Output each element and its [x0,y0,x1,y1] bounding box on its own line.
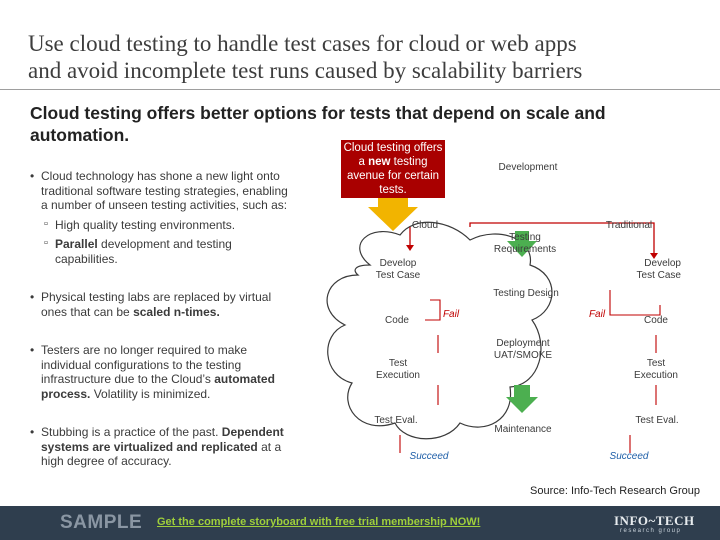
develop-test-case-left-line-1: Develop [379,258,417,269]
sub-bullet-bold: Parallel [55,237,98,251]
code-right-label: Code [644,315,668,326]
slide-title-line-1: Use cloud testing to handle test cases f… [28,31,577,56]
traditional-label: Traditional [605,220,653,231]
bullet-text-pre: Testers are no longer required to make i… [41,343,248,386]
callout-text-bold: new [368,156,391,168]
bullet-text: Cloud technology has shone a new light o… [41,169,288,212]
bullet-text-pre: Physical testing labs are replaced by vi… [41,290,272,319]
callout-box: Cloud testing offers a new testing avenu… [341,140,445,198]
bullet-dot-icon: • [30,169,35,183]
testing-design-label: Testing Design [493,288,559,299]
bullet-dot-icon: • [30,290,35,304]
callout-text-post: testing avenue for certain tests. [346,156,440,196]
fail-right-label: Fail [588,309,606,320]
slide-subtitle-line-1: Cloud testing offers better options for … [30,103,606,123]
code-left-label: Code [385,315,409,326]
sub-bullet-rest: development and testing capabilities. [55,237,232,266]
green-arrow-icon [506,385,538,413]
info-tech-logo: INFO~TECH [614,513,695,528]
bullet-text-bold: automated process. [41,372,275,401]
test-execution-right-line-1: Test [646,358,666,369]
maintenance-label: Maintenance [494,424,552,435]
test-execution-right: Test Execution [630,358,682,382]
arrowhead-icon [406,245,414,251]
bullet-text-bold: Dependent systems are virtualized and re… [41,425,284,454]
source-citation: Source: Info-Tech Research Group [530,485,700,497]
bullet-text-post: at a high degree of accuracy. [41,439,282,469]
fail-left-label: Fail [442,309,460,320]
develop-test-case-left: Develop Test Case [368,258,428,282]
sub-bullet-item: ▫ Parallel development and testing capab… [44,237,292,266]
arrowhead-icon [650,253,658,259]
deployment-line-2: UAT/SMOKE [493,350,553,361]
test-execution-left-line-2: Execution [376,370,420,381]
traditional-flow-line [469,222,655,255]
succeed-left-label: Succeed [409,451,449,462]
test-eval-left-label: Test Eval. [374,415,418,426]
bullet-text: Physical testing labs are replaced by vi… [30,290,292,319]
slide-subtitle: Cloud testing offers better options for … [30,102,650,146]
bullet-text-bold: scaled n-times. [133,304,220,319]
sample-watermark: SAMPLE [60,512,143,533]
bullet-item: • Stubbing is a practice of the past. De… [30,425,292,469]
fail-loop-left [425,299,441,321]
test-execution-left-line-1: Test [388,358,408,369]
bullet-text-pre: Stubbing is a practice of the past. [41,425,222,439]
test-eval-right-label: Test Eval. [635,415,679,426]
square-bullet-icon: ▫ [44,237,48,249]
title-divider [0,89,720,90]
bullet-text: Stubbing is a practice of the past. Depe… [30,425,292,469]
bullet-item: • Physical testing labs are replaced by … [30,290,292,319]
testing-flow-diagram: Cloud testing offers a new testing avenu… [300,135,720,480]
deployment-line-1: Deployment [496,338,550,349]
bullet-text: Testers are no longer required to make i… [30,343,292,401]
bullet-text-post: Volatility is minimized. [90,386,211,401]
sub-bullet-text: Parallel development and testing capabil… [44,237,292,266]
cloud-shape [326,221,553,440]
green-arrow-icon [507,231,537,257]
info-tech-logo-tagline: research group [620,528,682,534]
bullet-item: • Cloud technology has shone a new light… [30,169,292,213]
bullet-dot-icon: • [30,425,35,439]
trial-membership-link[interactable]: Get the complete storyboard with free tr… [157,516,481,528]
slide-title: Use cloud testing to handle test cases f… [28,30,708,84]
sub-bullet-item: ▫ High quality testing environments. [44,218,292,233]
testing-requirements-line-1: Testing [509,232,541,243]
callout-arrow-icon [368,197,418,231]
cloud-label: Cloud [411,220,439,231]
sub-bullet-text: High quality testing environments. [55,218,236,232]
test-execution-left: Test Execution [370,358,426,382]
development-label: Development [498,162,558,173]
square-bullet-icon: ▫ [44,218,48,230]
testing-requirements-line-2: Requirements [493,244,557,255]
test-execution-right-line-2: Execution [634,370,678,381]
slide-subtitle-line-2: automation. [30,125,130,145]
fail-loop-right [609,290,661,316]
footer-bar: SAMPLE Get the complete storyboard with … [0,506,720,540]
develop-test-case-left-line-2: Test Case [375,270,421,281]
develop-test-case-right-line-2: Test Case [636,270,681,281]
succeed-right-label: Succeed [609,451,649,462]
develop-test-case-right-line-1: Develop [644,258,681,269]
slide-title-line-2: and avoid incomplete test runs caused by… [28,58,583,83]
diagram-shapes [326,197,661,453]
testing-requirements-label: Testing Requirements [487,232,563,256]
develop-test-case-right: Develop Test Case [625,258,681,282]
bullet-dot-icon: • [30,343,35,357]
deployment-label: Deployment UAT/SMOKE [488,338,558,362]
bullet-item: • Testers are no longer required to make… [30,343,292,401]
callout-text-pre: Cloud testing offers a [343,142,443,168]
